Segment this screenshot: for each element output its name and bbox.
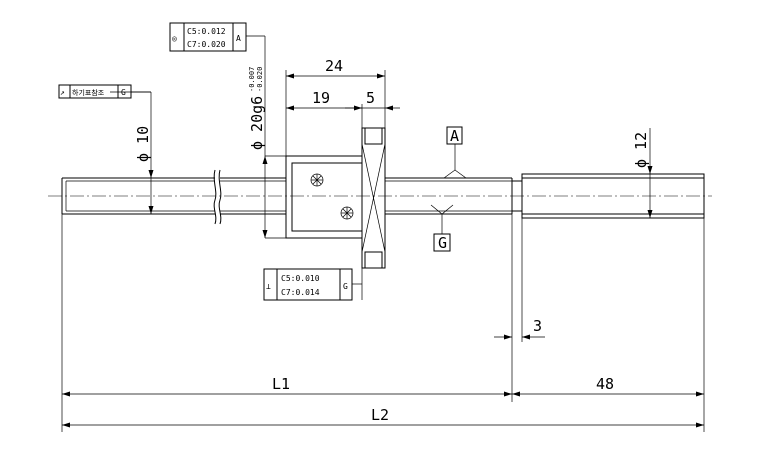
diam-12-label: ϕ 12 xyxy=(632,132,650,168)
dim-diameter-20g6 xyxy=(262,36,286,239)
dim-l1-label: L1 xyxy=(272,375,290,393)
dim-l2 xyxy=(62,422,704,428)
datum-g xyxy=(430,204,454,252)
screw-shaft xyxy=(61,169,513,225)
perpendicularity-datum: G xyxy=(343,282,348,291)
dim-nut-length xyxy=(285,70,400,156)
diam-20-label: ϕ 20g6 xyxy=(248,96,266,150)
concentricity-line2: C7:0.020 xyxy=(187,40,226,49)
dim-24-label: 24 xyxy=(325,57,343,75)
dim-5-label: 5 xyxy=(366,89,375,107)
datum-a xyxy=(443,126,467,179)
runout-datum: G xyxy=(121,88,126,97)
datum-a-label: A xyxy=(450,127,459,145)
nut-body xyxy=(285,155,363,239)
concentricity-line1: C5:0.012 xyxy=(187,27,226,36)
concentricity-frame xyxy=(169,22,265,52)
nut-flange xyxy=(361,127,386,269)
perpendicularity-symbol: ⊥ xyxy=(266,282,271,291)
dim-diameter-12 xyxy=(647,128,653,218)
perpendicularity-frame xyxy=(263,268,363,301)
runout-text: 하기표참조 xyxy=(72,88,105,97)
dim-3-label: 3 xyxy=(533,317,542,335)
diam-10-label: ϕ 10 xyxy=(134,126,152,162)
diam-20-tol-lower: -0.020 xyxy=(256,67,264,92)
dim-l1-48 xyxy=(61,214,705,432)
dim-48-label: 48 xyxy=(596,375,614,393)
runout-frame xyxy=(58,84,151,99)
concentricity-symbol: ◎ xyxy=(172,34,177,43)
runout-symbol: ↗ xyxy=(60,88,65,97)
concentricity-datum: A xyxy=(236,34,241,43)
dim-l2-label: L2 xyxy=(371,406,389,424)
dim-19-label: 19 xyxy=(312,89,330,107)
diam-20-tol-upper: -0.007 xyxy=(248,67,256,92)
perpendicularity-line2: C7:0.014 xyxy=(281,288,320,297)
perpendicularity-line1: C5:0.010 xyxy=(281,274,320,283)
shaft-end-journal xyxy=(511,173,705,219)
datum-g-label: G xyxy=(438,234,447,252)
dim-step-3 xyxy=(494,214,545,402)
